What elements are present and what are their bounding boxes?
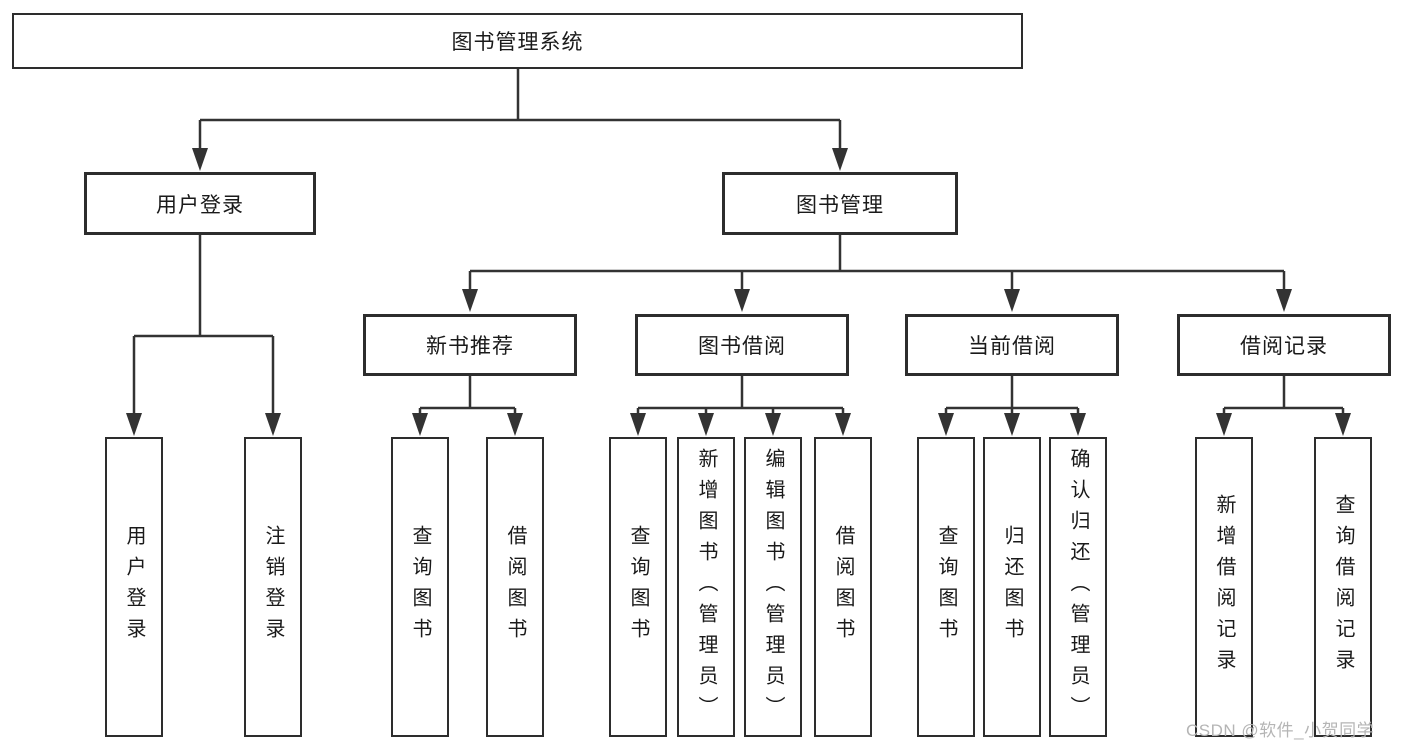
node-book-borrowing: 图书借阅 xyxy=(635,314,849,376)
leaf-borrow-books-recommend: 借阅图书 xyxy=(486,437,544,737)
leaf-query-books-current-label: 查询图书 xyxy=(935,525,957,649)
watermark: CSDN @软件_小贺同学 xyxy=(1186,721,1375,740)
leaf-query-books-borrowing: 查询图书 xyxy=(609,437,667,737)
leaf-return-books-label: 归还图书 xyxy=(1001,525,1023,649)
tree-edges xyxy=(132,69,1345,414)
leaf-user-login-label: 用户登录 xyxy=(123,525,145,649)
leaf-borrow-books-recommend-label: 借阅图书 xyxy=(504,525,526,649)
node-new-book-recommend: 新书推荐 xyxy=(363,314,577,376)
leaf-logout: 注销登录 xyxy=(244,437,302,737)
leaf-query-books-recommend-label: 查询图书 xyxy=(409,525,431,649)
node-library-system-label: 图书管理系统 xyxy=(451,31,584,54)
leaf-return-books: 归还图书 xyxy=(983,437,1041,737)
node-borrow-records: 借阅记录 xyxy=(1177,314,1391,376)
leaf-query-books-current: 查询图书 xyxy=(917,437,975,737)
leaf-edit-books-admin: 编辑图书（管理员） xyxy=(744,437,802,737)
node-current-borrowing-label: 当前借阅 xyxy=(968,335,1056,358)
leaf-query-books-borrowing-label: 查询图书 xyxy=(627,525,649,649)
arrowheads xyxy=(126,148,1351,436)
leaf-confirm-return-admin-label: 确认归还（管理员） xyxy=(1067,447,1089,727)
node-new-book-recommend-label: 新书推荐 xyxy=(426,335,514,358)
leaf-logout-label: 注销登录 xyxy=(262,525,284,649)
node-book-management-label: 图书管理 xyxy=(796,193,884,217)
node-library-system: 图书管理系统 xyxy=(12,13,1023,69)
node-borrow-records-label: 借阅记录 xyxy=(1240,335,1328,358)
leaf-user-login: 用户登录 xyxy=(105,437,163,737)
leaf-add-books-admin-label: 新增图书（管理员） xyxy=(695,447,717,727)
leaf-add-borrow-record-label: 新增借阅记录 xyxy=(1213,494,1235,680)
leaf-add-books-admin: 新增图书（管理员） xyxy=(677,437,735,737)
node-book-borrowing-label: 图书借阅 xyxy=(698,335,786,358)
node-current-borrowing: 当前借阅 xyxy=(905,314,1119,376)
leaf-borrow-books-borrowing: 借阅图书 xyxy=(814,437,872,737)
node-user-login: 用户登录 xyxy=(84,172,316,235)
leaf-confirm-return-admin: 确认归还（管理员） xyxy=(1049,437,1107,737)
leaf-query-borrow-record-label: 查询借阅记录 xyxy=(1332,494,1354,680)
leaf-edit-books-admin-label: 编辑图书（管理员） xyxy=(762,447,784,727)
node-book-management: 图书管理 xyxy=(722,172,958,235)
leaf-add-borrow-record: 新增借阅记录 xyxy=(1195,437,1253,737)
node-user-login-label: 用户登录 xyxy=(156,193,244,217)
leaf-borrow-books-borrowing-label: 借阅图书 xyxy=(832,525,854,649)
leaf-query-books-recommend: 查询图书 xyxy=(391,437,449,737)
leaf-query-borrow-record: 查询借阅记录 xyxy=(1314,437,1372,737)
